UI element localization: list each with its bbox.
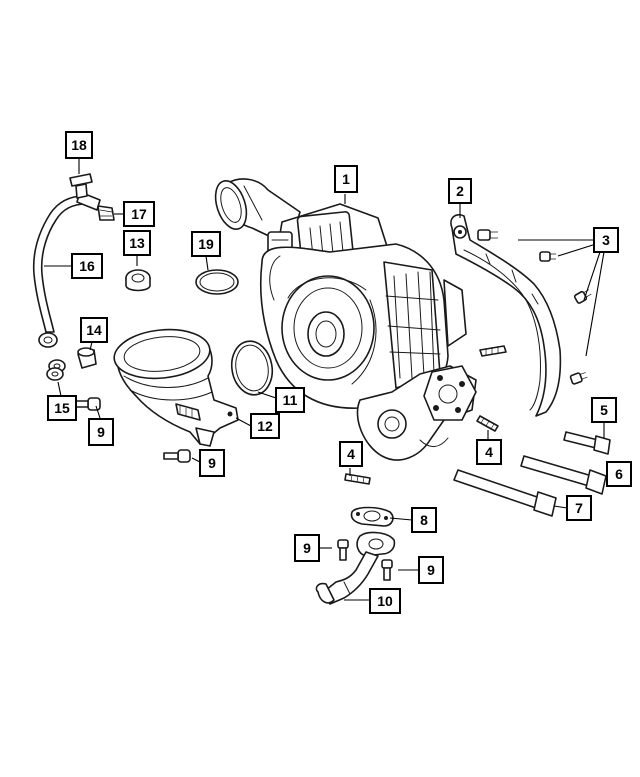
callout-number: 9 <box>97 424 105 440</box>
callout-box <box>339 441 363 467</box>
callout-box <box>369 588 401 614</box>
callout-c19: 19 <box>191 231 221 257</box>
callout-box <box>191 231 221 257</box>
callout-number: 1 <box>342 171 350 187</box>
long-bolts <box>453 431 611 517</box>
callout-number: 19 <box>198 236 214 252</box>
callout-number: 9 <box>303 540 311 556</box>
callout-c13: 13 <box>123 230 151 256</box>
cap <box>77 347 97 369</box>
banjo-bolt <box>69 173 93 199</box>
callout-box <box>123 230 151 256</box>
callout-c9d: 9 <box>418 556 444 584</box>
callout-box <box>123 201 155 227</box>
callout-number: 7 <box>575 500 583 516</box>
callout-box <box>65 131 93 159</box>
callout-number: 17 <box>131 206 147 222</box>
callout-number: 10 <box>377 593 393 609</box>
callout-number: 15 <box>54 400 70 416</box>
callout-c9a: 9 <box>88 418 114 446</box>
callout-number: 13 <box>129 235 145 251</box>
callout-box <box>71 253 103 279</box>
inlet-elbow <box>113 328 239 447</box>
callout-number: 14 <box>86 322 102 338</box>
callout-box <box>448 178 472 204</box>
callout-box <box>250 413 280 439</box>
callout-number: 8 <box>420 512 428 528</box>
gasket-rings <box>195 269 274 396</box>
callout-c17: 17 <box>123 201 155 227</box>
callout-c16: 16 <box>71 253 103 279</box>
callout-c15: 15 <box>47 395 77 421</box>
callout-box <box>418 556 444 584</box>
callout-c10: 10 <box>369 588 401 614</box>
callout-box <box>199 449 225 477</box>
callout-number: 11 <box>283 392 298 408</box>
callout-c6: 6 <box>606 461 632 487</box>
heat-shield-bolts <box>539 251 592 385</box>
plug <box>125 269 151 292</box>
callout-c11: 11 <box>275 387 305 413</box>
callout-c1: 1 <box>334 165 358 193</box>
callout-c8: 8 <box>411 507 437 533</box>
callout-c4b: 4 <box>476 439 502 465</box>
callout-box <box>566 495 592 521</box>
callout-c4a: 4 <box>339 441 363 467</box>
callout-number: 16 <box>79 258 95 274</box>
washers <box>46 359 66 381</box>
heat-shield <box>450 213 562 417</box>
studs <box>344 415 499 485</box>
leader-lines <box>44 158 613 601</box>
callout-number: 12 <box>257 418 273 434</box>
callout-c2: 2 <box>448 178 472 204</box>
callout-number: 18 <box>71 137 87 153</box>
turbocharger-assembly <box>214 178 507 461</box>
callout-box <box>593 227 619 253</box>
small-bolts <box>73 397 393 581</box>
callout-box <box>80 317 108 343</box>
callout-number: 2 <box>456 183 464 199</box>
callout-number: 4 <box>485 444 493 460</box>
callout-box <box>88 418 114 446</box>
callout-c3: 3 <box>593 227 619 253</box>
callout-box <box>275 387 305 413</box>
callout-box <box>476 439 502 465</box>
callout-number: 5 <box>600 402 608 418</box>
callout-box <box>411 507 437 533</box>
callout-number: 3 <box>602 232 610 248</box>
callout-box <box>591 397 617 423</box>
callout-number: 6 <box>615 466 623 482</box>
callout-number: 4 <box>347 446 355 462</box>
callout-number: 9 <box>427 562 435 578</box>
callout-c14: 14 <box>80 317 108 343</box>
callout-c18: 18 <box>65 131 93 159</box>
callout-c9b: 9 <box>199 449 225 477</box>
fitting <box>97 205 115 221</box>
callout-c7: 7 <box>566 495 592 521</box>
callout-box <box>606 461 632 487</box>
callout-box <box>294 534 320 562</box>
callout-c5: 5 <box>591 397 617 423</box>
gasket <box>350 506 394 527</box>
callout-number: 9 <box>208 455 216 471</box>
callout-c9c: 9 <box>294 534 320 562</box>
oil-drain-tube <box>315 531 396 605</box>
callout-box <box>334 165 358 193</box>
callout-box <box>47 395 77 421</box>
callout-c12: 12 <box>250 413 280 439</box>
